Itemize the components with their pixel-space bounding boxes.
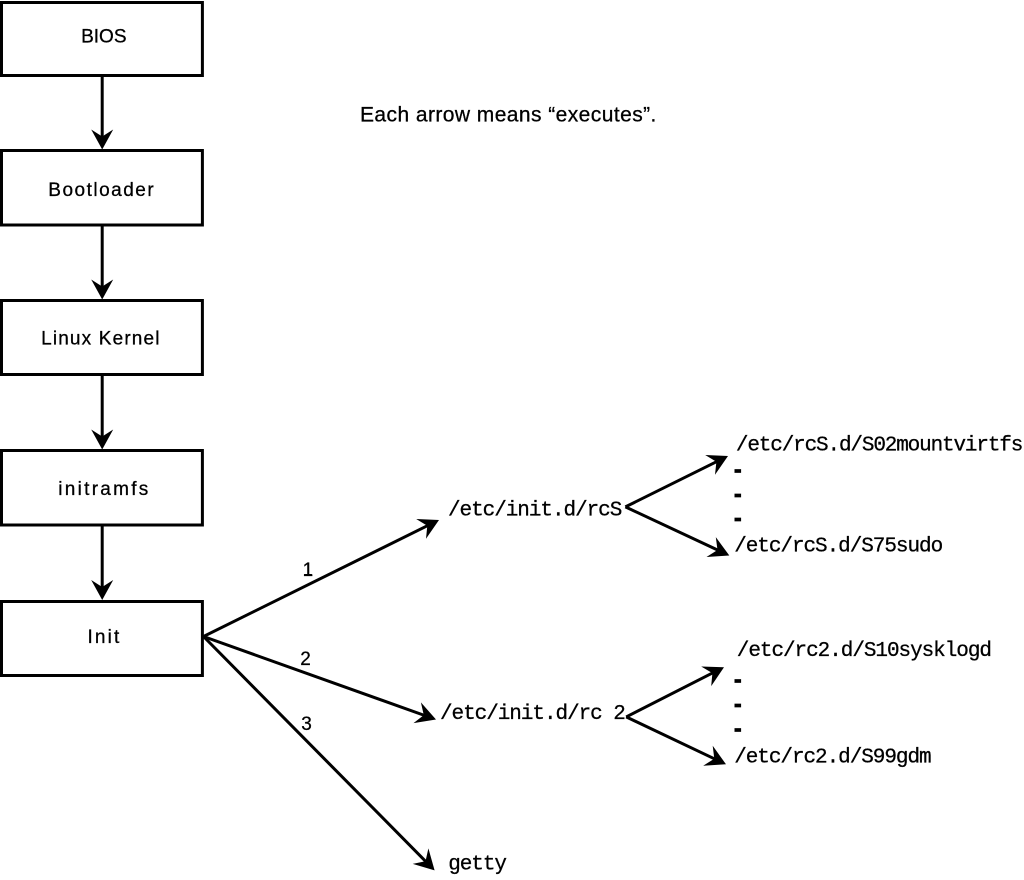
svg-text:3: 3 — [301, 714, 312, 735]
svg-text:Each arrow means “executes”.: Each arrow means “executes”. — [360, 103, 657, 126]
svg-text:getty: getty — [448, 854, 506, 876]
svg-text:2: 2 — [300, 649, 311, 670]
svg-text:1: 1 — [303, 560, 314, 581]
svg-text:/etc/init.d/rcS: /etc/init.d/rcS — [448, 500, 622, 523]
svg-text:Bootloader: Bootloader — [48, 180, 155, 201]
svg-text:/etc/rcS.d/S02mountvirtfs: /etc/rcS.d/S02mountvirtfs — [736, 435, 1022, 458]
svg-text:Init: Init — [87, 627, 121, 648]
svg-text:Linux Kernel: Linux Kernel — [41, 329, 161, 350]
svg-text:/etc/init.d/rc 2: /etc/init.d/rc 2 — [440, 703, 625, 726]
svg-text:/etc/rc2.d/S99gdm: /etc/rc2.d/S99gdm — [734, 747, 931, 770]
svg-text:/etc/rc2.d/S10sysklogd: /etc/rc2.d/S10sysklogd — [737, 640, 991, 663]
svg-text:initramfs: initramfs — [58, 479, 150, 500]
svg-text:BIOS: BIOS — [81, 27, 126, 48]
svg-text:/etc/rcS.d/S75sudo: /etc/rcS.d/S75sudo — [734, 536, 942, 559]
